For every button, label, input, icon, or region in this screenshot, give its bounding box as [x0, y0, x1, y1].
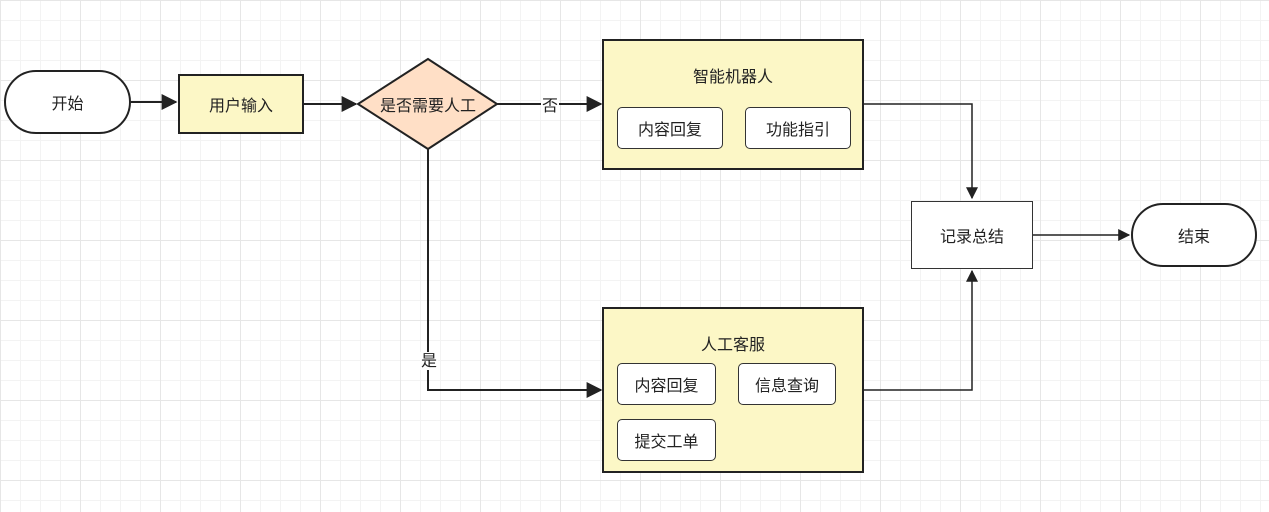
start-label: 开始: [51, 94, 84, 113]
edge-human-to-summary: [864, 269, 978, 391]
robot-title: 智能机器人: [692, 67, 773, 86]
edge-label-no: 否: [541, 96, 560, 115]
summary-label: 记录总结: [939, 227, 1004, 246]
user-input-node[interactable]: 用户输入: [178, 74, 304, 134]
robot-item-content-reply[interactable]: 内容回复: [617, 107, 723, 149]
robot-item-feature-guide[interactable]: 功能指引: [745, 107, 851, 149]
human-item-label: 内容回复: [634, 376, 699, 395]
human-item-label: 提交工单: [634, 432, 699, 451]
end-label: 结束: [1177, 227, 1210, 246]
human-item-content-reply[interactable]: 内容回复: [617, 363, 716, 405]
robot-item-label: 功能指引: [765, 120, 830, 139]
human-item-label: 信息查询: [754, 376, 819, 395]
human-item-info-query[interactable]: 信息查询: [738, 363, 836, 405]
edge-robot-to-summary: [864, 103, 978, 200]
summary-node[interactable]: 记录总结: [911, 201, 1033, 269]
start-node[interactable]: 开始: [4, 70, 131, 134]
edge-label-yes: 是: [420, 351, 439, 370]
robot-container[interactable]: 智能机器人: [602, 39, 864, 170]
end-node[interactable]: 结束: [1131, 203, 1257, 267]
edge-decision-to-human: [427, 149, 603, 398]
user-input-label: 用户输入: [208, 96, 273, 115]
decision-label: 是否需要人工: [379, 96, 476, 115]
human-item-submit-ticket[interactable]: 提交工单: [617, 419, 716, 461]
human-title: 人工客服: [700, 335, 765, 354]
robot-item-label: 内容回复: [637, 120, 702, 139]
